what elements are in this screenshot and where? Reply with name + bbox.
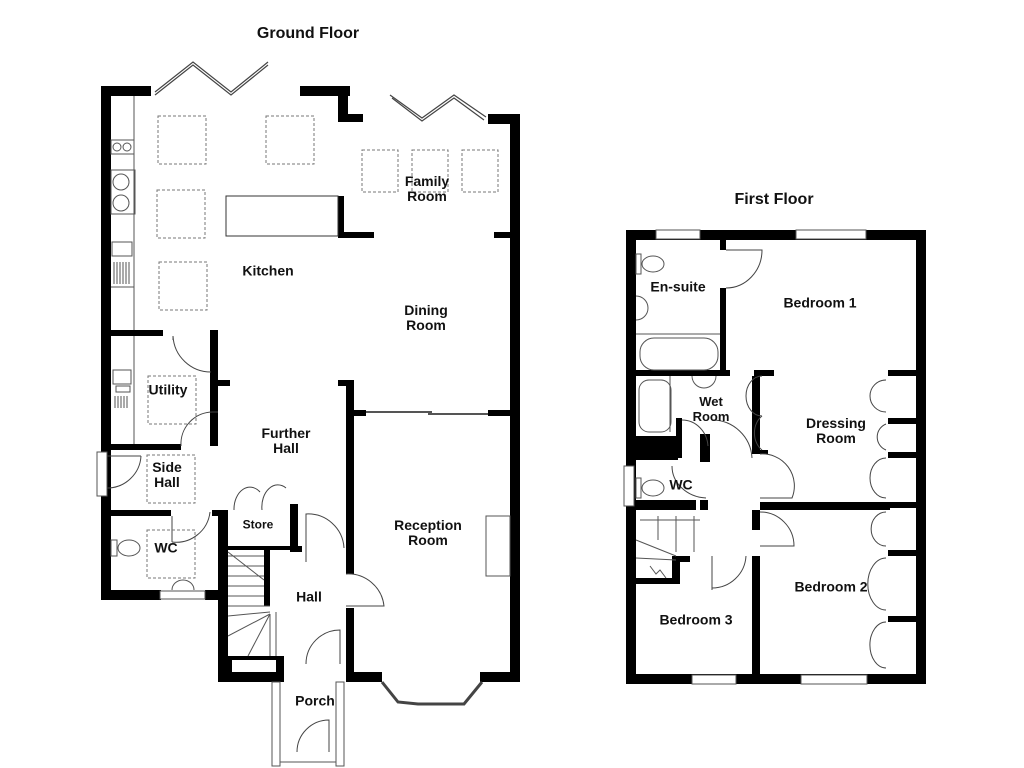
ground-floor-title: Ground Floor	[256, 25, 360, 42]
bifold-doors	[154, 61, 487, 122]
first-floor-fixtures	[623, 229, 868, 685]
room-label-wet-room: Wet Room	[692, 394, 730, 424]
room-label-further-hall: Further Hall	[261, 425, 311, 456]
kitchen-fixtures	[96, 96, 511, 767]
room-label-bedroom-1: Bedroom 1	[783, 294, 857, 311]
ground-floor-doors	[106, 335, 385, 753]
room-label-first-wc: WC	[669, 476, 693, 493]
room-label-wc: WC	[154, 539, 178, 556]
first-floor-walls	[626, 230, 926, 684]
dashed-furniture	[146, 115, 499, 579]
ground-floor-walls	[101, 86, 520, 682]
room-label-utility: Utility	[148, 381, 188, 398]
first-floor-title: First Floor	[734, 191, 814, 208]
room-label-en-suite: En-suite	[650, 278, 706, 295]
room-label-bedroom-2: Bedroom 2	[794, 578, 868, 595]
room-label-reception-room: Reception Room	[394, 517, 462, 548]
first-floor-doors	[671, 249, 887, 669]
room-label-porch: Porch	[295, 692, 335, 709]
room-label-kitchen: Kitchen	[242, 262, 294, 279]
room-label-dressing-room: Dressing Room	[806, 415, 866, 446]
room-label-bedroom-3: Bedroom 3	[659, 611, 733, 628]
room-label-store: Store	[242, 517, 274, 532]
room-label-side-hall: Side Hall	[152, 459, 182, 490]
room-label-dining-room: Dining Room	[404, 302, 448, 333]
room-label-family-room: Family Room	[404, 173, 450, 204]
room-label-hall: Hall	[296, 588, 322, 605]
